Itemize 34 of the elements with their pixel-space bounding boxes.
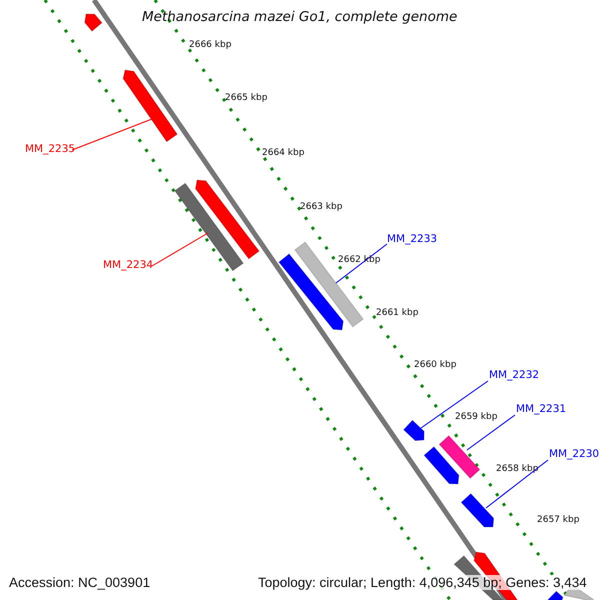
gene-bar xyxy=(460,492,494,528)
tick-label: 2657 kbp xyxy=(537,515,580,525)
gene-label: MM_2231 xyxy=(516,403,566,415)
gene-bar xyxy=(174,182,244,272)
tick-label: 2660 kbp xyxy=(414,360,456,370)
gene-bar xyxy=(402,420,425,442)
info-text: Accession: NC_003901 xyxy=(9,575,150,590)
tick-label: 2666 kbp xyxy=(189,40,232,50)
tick-label: 2662 kbp xyxy=(338,255,380,265)
tick-label: 2665 kbp xyxy=(225,93,268,103)
diagram-title: Methanosarcina mazei Go1, complete genome xyxy=(142,9,458,25)
tick-label: 2664 kbp xyxy=(262,148,304,158)
gene-bar xyxy=(438,434,480,480)
gene-bar xyxy=(294,241,364,328)
gene-bar xyxy=(194,179,260,260)
gene-label: MM_2234 xyxy=(103,259,154,271)
tick-label: 2663 kbp xyxy=(300,202,342,212)
leader-line xyxy=(152,232,208,266)
leader-line xyxy=(420,380,488,428)
gene-bar xyxy=(423,446,460,485)
gene-label: MM_2230 xyxy=(549,448,600,460)
leader-line xyxy=(336,244,388,284)
gene-bar xyxy=(84,14,103,32)
leader-line xyxy=(72,118,152,150)
gene-bar xyxy=(122,69,178,142)
tick-label: 2659 kbp xyxy=(455,412,498,422)
gene-label: MM_2232 xyxy=(489,369,540,381)
tick-label: 2661 kbp xyxy=(376,308,418,318)
leader-line xyxy=(486,460,548,508)
tick-label: 2658 kbp xyxy=(496,464,538,474)
gene-label: MM_2235 xyxy=(25,143,76,155)
leader-line xyxy=(466,414,516,450)
gene-label: MM_2233 xyxy=(387,233,438,245)
info-text: Topology: circular; Length: 4,096,345 bp; Genes: 3,434 xyxy=(258,575,587,590)
